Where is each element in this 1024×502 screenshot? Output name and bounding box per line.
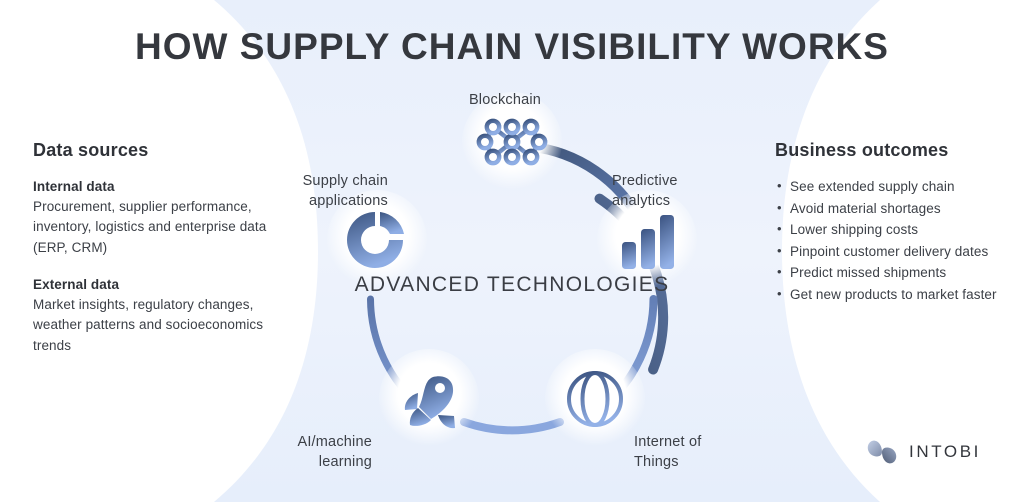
node-label-iot: Internet of Things	[634, 434, 702, 470]
business-outcomes-heading: Business outcomes	[775, 140, 949, 160]
internal-data-group: Internal data Procurement, supplier perf…	[33, 177, 283, 258]
list-item: Predict missed shipments	[775, 262, 1010, 284]
logo-text: INTOBI	[909, 442, 981, 461]
intobi-logo: INTOBI	[866, 436, 981, 468]
donut-chart-icon	[347, 212, 404, 268]
data-sources-panel: Data sources Internal data Procurement, …	[33, 140, 283, 356]
data-sources-heading: Data sources	[33, 140, 149, 160]
list-item: Get new products to market faster	[775, 284, 1010, 306]
node-label-supply: Supply chain applications	[302, 173, 388, 209]
infinity-swirl-icon	[867, 440, 897, 464]
network-nodes-icon	[476, 118, 548, 166]
list-item: Lower shipping costs	[775, 219, 1010, 241]
bar-chart-icon	[622, 215, 674, 269]
external-data-title: External data	[33, 277, 120, 293]
business-outcomes-list: See extended supply chain Avoid material…	[775, 176, 1010, 306]
rocket-icon	[404, 376, 455, 429]
technology-cycle-diagram: ADVANCED TECHNOLOGIES	[312, 84, 712, 484]
diagram-graphics	[327, 92, 697, 449]
external-data-body: Market insights, regulatory changes, wea…	[33, 296, 264, 353]
globe-icon	[567, 371, 623, 427]
node-label-blockchain: Blockchain	[468, 92, 542, 108]
internal-data-title: Internal data	[33, 179, 115, 194]
page-title: HOW SUPPLY CHAIN VISIBILITY WORKS	[135, 26, 889, 67]
list-item: Avoid material shortages	[775, 198, 1010, 220]
arc-iot-to-ai	[460, 418, 564, 435]
internal-data-body: Procurement, supplier performance, inven…	[33, 198, 267, 255]
node-label-ai: AI/machine learning	[297, 434, 372, 470]
list-item: Pinpoint customer delivery dates	[775, 241, 1010, 263]
external-data-group: External data Market insights, regulator…	[33, 275, 283, 356]
business-outcomes-panel: Business outcomes See extended supply ch…	[775, 140, 1010, 306]
list-item: See extended supply chain	[775, 176, 1010, 198]
node-label-predictive: Predictive analytics	[612, 173, 678, 209]
